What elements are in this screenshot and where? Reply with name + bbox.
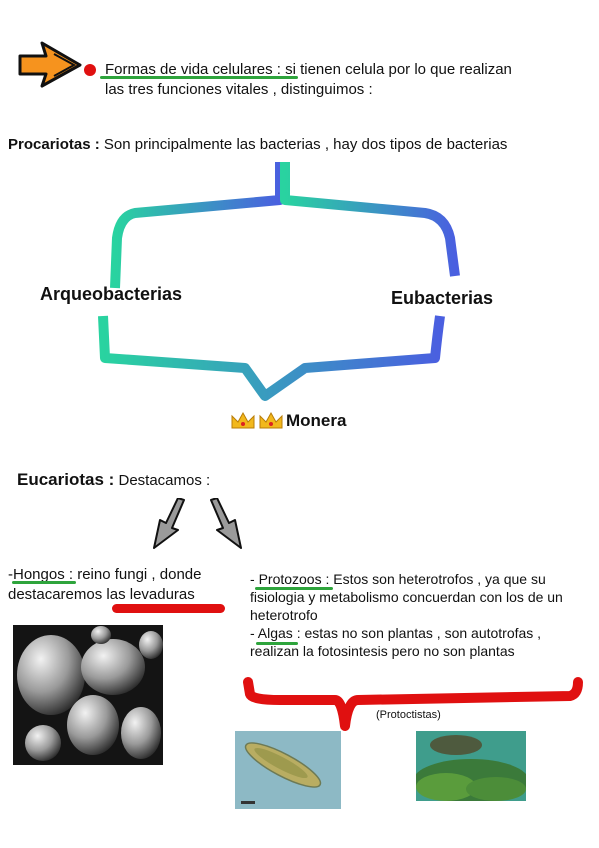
protozoan-micrograph xyxy=(235,731,341,809)
hongos-prefix: - xyxy=(8,566,13,583)
algas-name: Algas xyxy=(257,625,293,641)
eucariotas-paragraph: Eucariotas : Destacamos : xyxy=(17,470,210,491)
red-brace xyxy=(243,677,583,731)
yeast-micrograph xyxy=(13,625,163,765)
procariotas-text: Son principalmente las bacterias , hay d… xyxy=(99,136,508,153)
crown-icon xyxy=(231,411,255,429)
underline-mark xyxy=(255,587,333,590)
red-underline-mark xyxy=(112,604,225,613)
gray-arrow-icon xyxy=(153,498,185,549)
monera-text: Monera xyxy=(286,411,347,430)
algas-prefix: - xyxy=(250,625,258,641)
eucariotas-heading: Eucariotas : xyxy=(17,470,115,489)
protoctistas-label: (Protoctistas) xyxy=(376,709,441,721)
crown-icon xyxy=(259,411,283,429)
underline-mark xyxy=(100,76,298,79)
red-bullet-icon xyxy=(84,64,96,76)
protoctistas-paragraph: - Protozoos : Estos son heterotrofos , y… xyxy=(250,570,590,660)
orange-arrow-icon xyxy=(18,41,82,88)
hongos-text: : reino fungi , donde destacaremos xyxy=(8,566,202,603)
classification-bracket xyxy=(98,162,460,401)
underline-mark xyxy=(12,581,76,584)
algas-item: - Algas : estas no son plantas , son aut… xyxy=(250,624,590,660)
underline-mark xyxy=(256,642,298,645)
algas-text: : estas no son plantas , son autotrofas … xyxy=(250,625,542,659)
eucariotas-text: Destacamos : xyxy=(114,472,211,489)
protozoos-name: Protozoos xyxy=(258,571,322,587)
intro-rest: : si tienen celula por lo que realizan xyxy=(272,61,512,78)
hongos-paragraph: -Hongos : reino fungi , donde destacarem… xyxy=(8,565,243,605)
hongos-highlight: las levaduras xyxy=(106,586,195,603)
protozoos-item: - Protozoos : Estos son heterotrofos , y… xyxy=(250,570,590,624)
protozoos-text: : Estos son heterotrofos , ya que su fis… xyxy=(250,571,563,623)
monera-label: Monera xyxy=(230,410,346,432)
gray-arrow-icon xyxy=(210,498,242,549)
eubacterias-label: Eubacterias xyxy=(391,288,494,308)
intro-line1: Formas de vida celulares : si tienen cel… xyxy=(105,60,512,80)
procariotas-heading: Procariotas : xyxy=(8,136,100,153)
protozoos-prefix: - xyxy=(250,571,259,587)
intro-underlined: Formas de vida celulares xyxy=(105,61,273,78)
algae-photo xyxy=(416,731,526,801)
hongos-name: Hongos xyxy=(13,566,65,583)
arqueobacterias-label: Arqueobacterias xyxy=(40,284,183,304)
procariotas-paragraph: Procariotas : Son principalmente las bac… xyxy=(8,135,507,155)
intro-line2: las tres funciones vitales , distinguimo… xyxy=(105,81,373,98)
